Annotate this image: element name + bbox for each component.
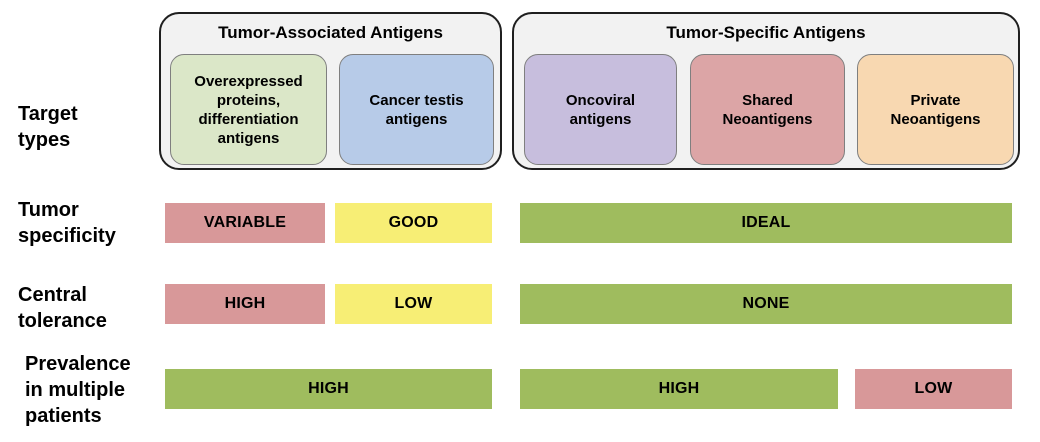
row-label-prevalence: Prevalence in multiple patients [25,353,131,427]
bar-tolerance-high: HIGH [165,284,325,324]
group-title-tumor-specific: Tumor-Specific Antigens [666,23,866,42]
bar-specificity-good: GOOD [335,203,492,243]
antigen-box-private-neoantigens: Private Neoantigens [857,54,1014,165]
antigen-box-cancer-testis: Cancer testis antigens [339,54,494,165]
antigen-box-shared-neoantigens: Shared Neoantigens [690,54,845,165]
bar-tolerance-low: LOW [335,284,492,324]
row-label-tumor-specificity: Tumor specificity [18,199,116,247]
bar-prevalence-high-tumor-specific: HIGH [520,369,838,409]
bar-specificity-variable: VARIABLE [165,203,325,243]
row-label-target-types: Target types [18,103,78,151]
group-title-tumor-associated: Tumor-Associated Antigens [218,23,443,42]
row-label-central-tolerance: Central tolerance [18,284,107,332]
group-tumor-associated-antigens: Tumor-Associated Antigens Overexpressed … [159,12,502,170]
antigen-box-oncoviral: Oncoviral antigens [524,54,677,165]
bar-prevalence-low-private: LOW [855,369,1012,409]
bar-tolerance-none: NONE [520,284,1012,324]
bar-prevalence-high-tumor-associated: HIGH [165,369,492,409]
antigen-box-overexpressed-proteins: Overexpressed proteins, differentiation … [170,54,327,165]
bar-specificity-ideal: IDEAL [520,203,1012,243]
group-tumor-specific-antigens: Tumor-Specific Antigens Oncoviral antige… [512,12,1020,170]
